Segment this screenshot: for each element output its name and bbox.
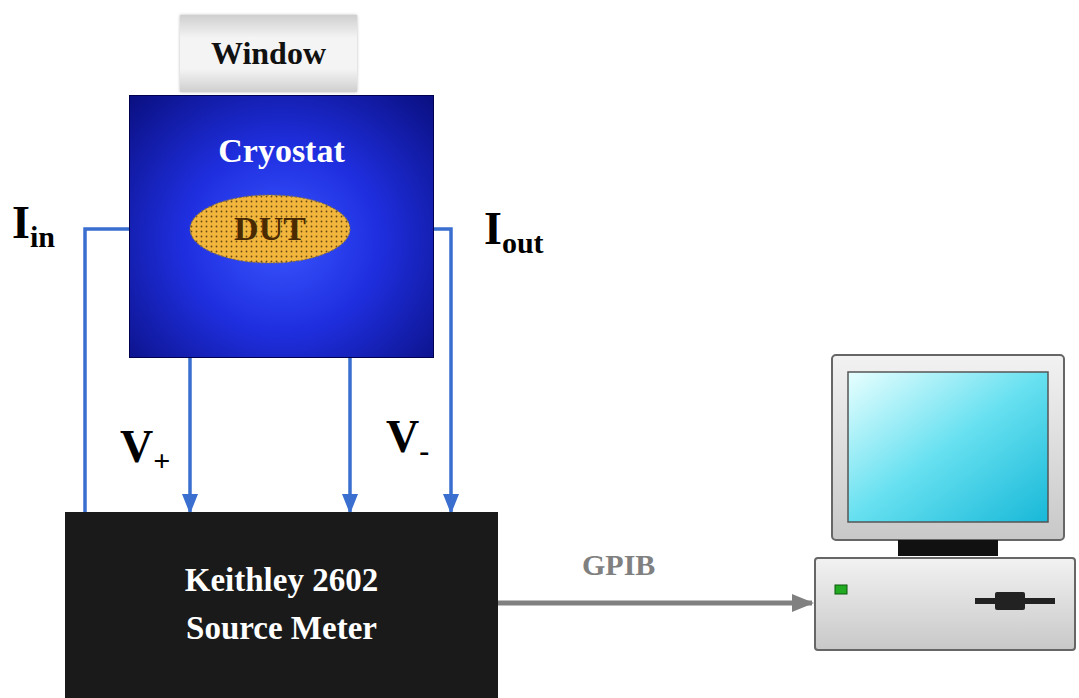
node-text: Keithley 2602 Source Meter bbox=[137, 557, 427, 653]
node-text: DUT bbox=[234, 210, 306, 248]
source-meter-box: Keithley 2602 Source Meter bbox=[65, 512, 498, 698]
current-out-label: Iout bbox=[484, 206, 544, 258]
power-light bbox=[835, 585, 847, 594]
voltage-minus-label: V- bbox=[386, 414, 429, 466]
voltage-plus-label: V+ bbox=[120, 424, 170, 476]
bus-label: GPIB bbox=[582, 550, 655, 580]
monitor-stand bbox=[898, 540, 998, 556]
computer-icon bbox=[815, 355, 1075, 650]
drive-button bbox=[995, 592, 1025, 610]
node-text: Window bbox=[211, 35, 326, 72]
current-in-label: Iin bbox=[12, 200, 55, 252]
node-text: Cryostat bbox=[130, 132, 433, 170]
ellipse-fill bbox=[190, 195, 350, 263]
cryostat-box: CryostatDUT bbox=[129, 95, 434, 358]
dut-ellipse: DUT bbox=[189, 194, 351, 264]
monitor-screen bbox=[848, 372, 1048, 522]
computer-case bbox=[815, 558, 1075, 650]
window-box: Window bbox=[180, 15, 357, 92]
monitor-frame bbox=[832, 355, 1064, 540]
gpib-cable bbox=[498, 601, 812, 606]
